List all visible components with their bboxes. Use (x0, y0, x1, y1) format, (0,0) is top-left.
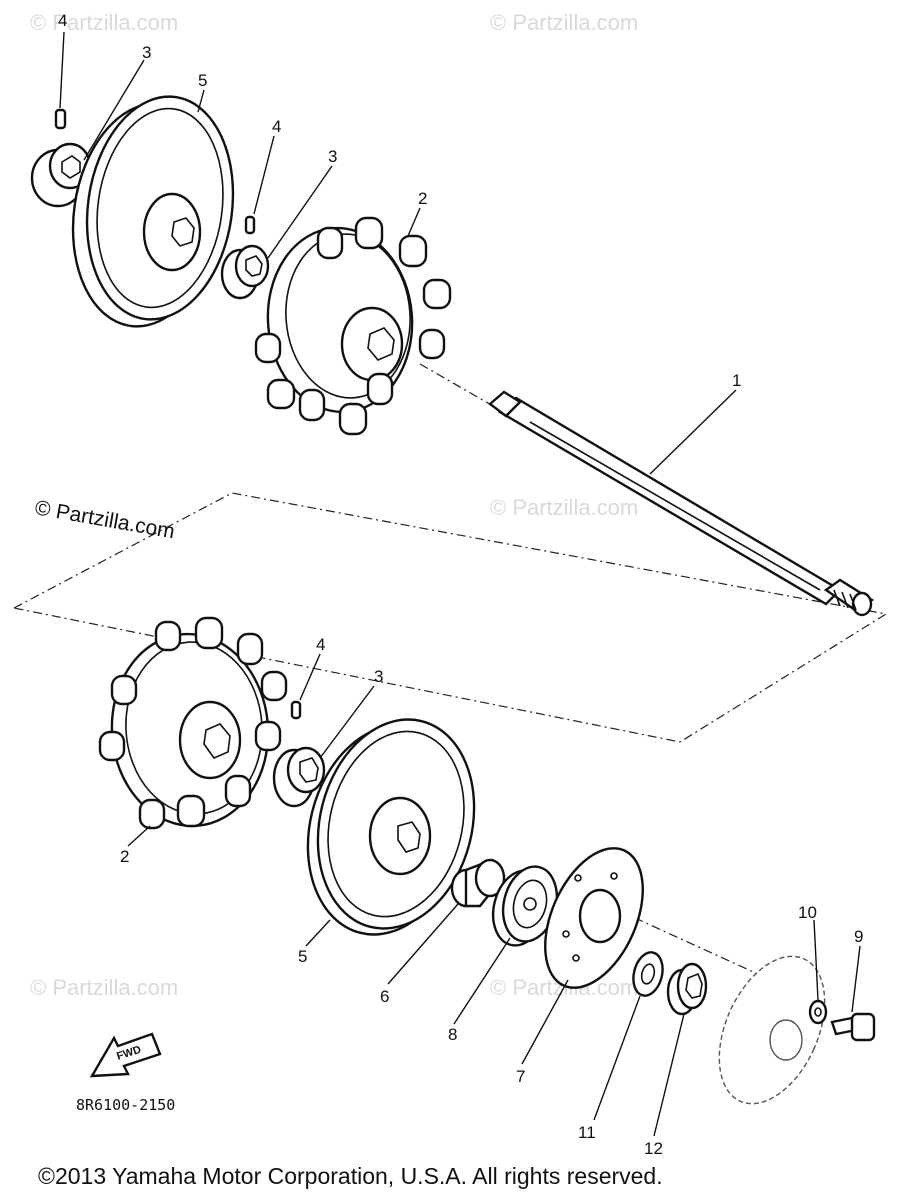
callout-11: 11 (578, 1123, 596, 1142)
sprocket-part-2-bottom (98, 616, 288, 830)
pin-part-4-top-left (54, 108, 67, 130)
callout-9: 9 (854, 927, 863, 946)
watermark-top-right: © Partzilla.com (490, 10, 638, 35)
leader-lines (59, 31, 861, 1137)
callout-10: 10 (798, 903, 817, 922)
watermark-mid-right: © Partzilla.com (490, 495, 638, 520)
washer-part-10 (808, 999, 828, 1025)
callout-1: 1 (732, 371, 741, 390)
spacer-part-6 (450, 858, 506, 908)
sprocket-part-2-top (254, 216, 452, 436)
callout-2-top: 2 (418, 189, 427, 208)
diagram-code: 8R6100-2150 (76, 1096, 175, 1114)
watermark-top-left: © Partzilla.com (30, 10, 178, 35)
bolt-part-9 (830, 1012, 876, 1042)
wheel-part-5-bottom (306, 718, 476, 936)
shaft-part-1 (488, 390, 875, 617)
callout-3-top-left: 3 (142, 43, 151, 62)
watermark-bottom-left: © Partzilla.com (30, 975, 178, 1000)
mounting-plate (718, 955, 826, 1105)
axis-line-bottom (599, 901, 761, 976)
callout-3-bottom: 3 (374, 667, 383, 686)
callout-7: 7 (516, 1067, 525, 1086)
callout-3-top-mid: 3 (328, 147, 337, 166)
copyright-notice: ©2013 Yamaha Motor Corporation, U.S.A. A… (38, 1163, 663, 1189)
callout-6: 6 (380, 987, 389, 1006)
collar-part-3-top-mid (220, 244, 270, 300)
callout-5-top: 5 (198, 71, 207, 90)
callout-8: 8 (448, 1025, 457, 1044)
collar-part-3-bottom (272, 746, 326, 808)
fwd-arrow: FWD (89, 1032, 162, 1078)
callout-4-top-mid: 4 (272, 117, 281, 136)
flange-part-7 (544, 847, 644, 989)
nut-part-12 (666, 962, 708, 1016)
washer-part-11 (632, 951, 664, 997)
watermark-dark: © Partzilla.com (33, 496, 176, 543)
pin-part-4-bottom (290, 700, 302, 720)
callout-2-bottom: 2 (120, 847, 129, 866)
bearing-part-8 (491, 865, 559, 947)
callout-12: 12 (644, 1139, 663, 1158)
pin-part-4-top-mid (244, 215, 256, 235)
callout-4-bottom: 4 (316, 635, 325, 654)
wheel-part-5-top (71, 95, 235, 328)
axis-line-top (419, 363, 501, 411)
callout-4-top-left: 4 (58, 11, 67, 30)
callout-5-bottom: 5 (298, 947, 307, 966)
